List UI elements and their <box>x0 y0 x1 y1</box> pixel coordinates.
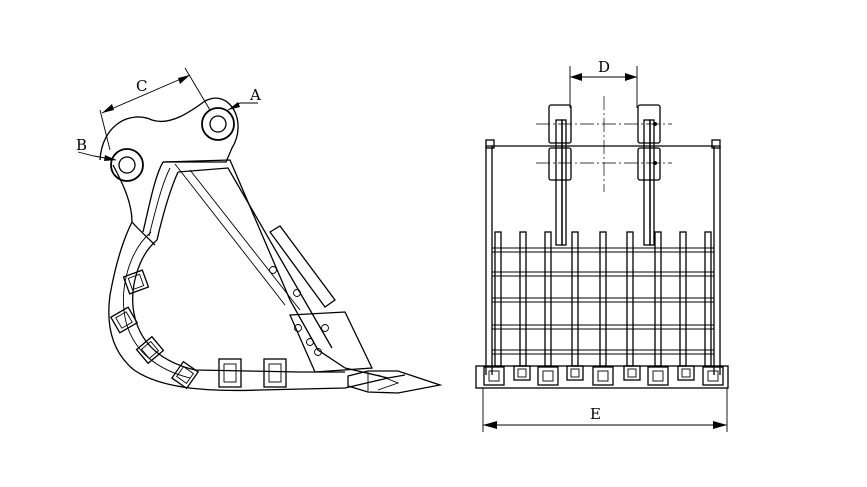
dim-label-d: D <box>598 58 610 76</box>
dim-label-b: B <box>76 136 87 154</box>
dim-label-c: C <box>136 77 147 95</box>
bucket-side-view <box>77 67 443 394</box>
bucket-front-view <box>475 66 729 432</box>
front-teeth <box>483 365 724 386</box>
side-teeth <box>109 269 287 390</box>
dim-label-e: E <box>590 405 601 423</box>
pin-b-bore <box>118 156 136 174</box>
pin-b-outer-boss <box>110 148 144 182</box>
dim-label-a: A <box>249 86 261 104</box>
pin-a-bore <box>209 115 227 133</box>
pin-a-outer-boss <box>201 107 235 141</box>
